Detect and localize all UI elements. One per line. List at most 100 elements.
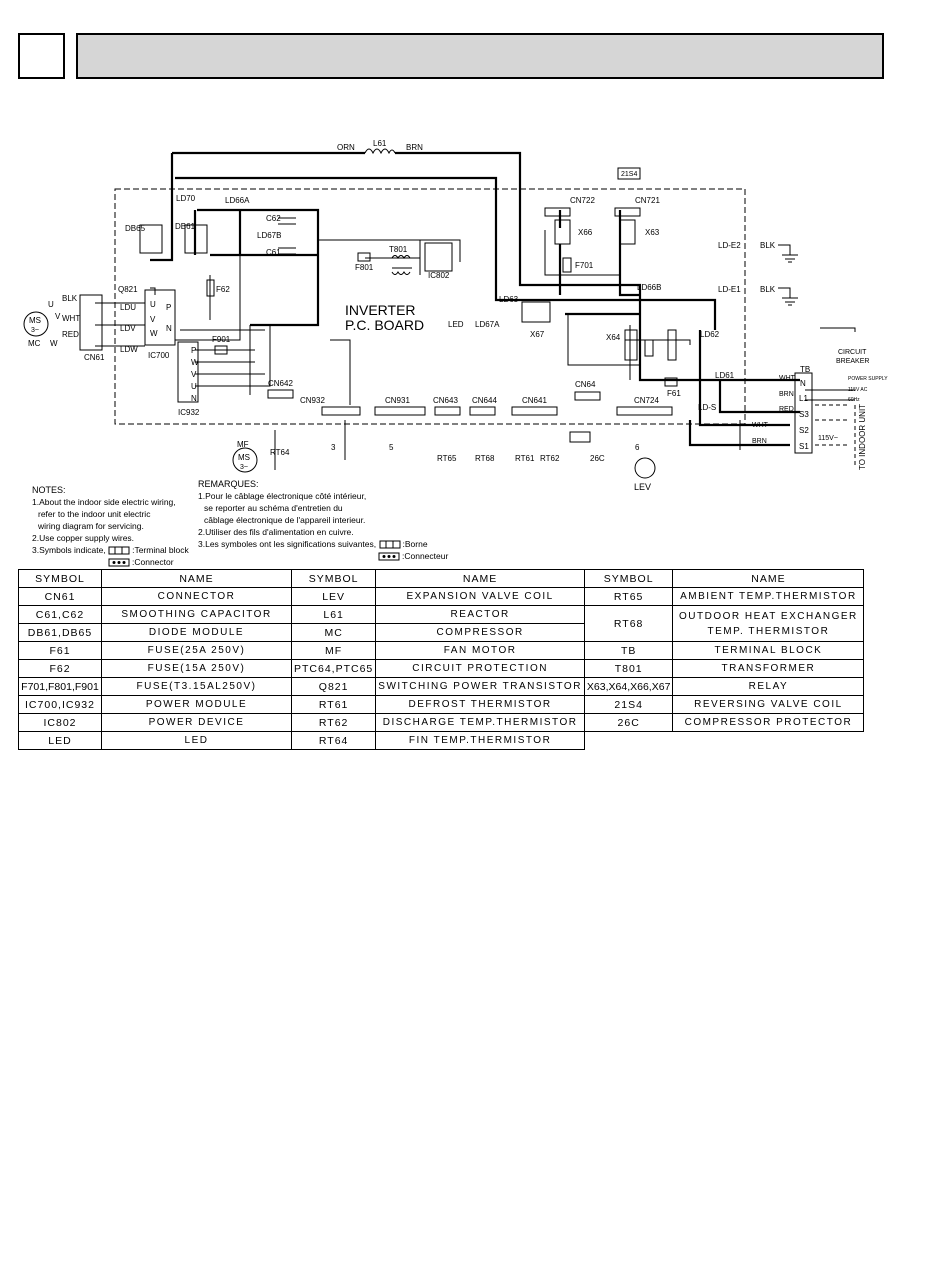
table-cell: COMPRESSOR bbox=[375, 623, 585, 642]
diagram-label: LED bbox=[448, 320, 464, 329]
diagram-label: CN643 bbox=[433, 396, 458, 405]
table-cell: 21S4 bbox=[583, 695, 674, 714]
table-cell: FUSE(15A 250V) bbox=[101, 659, 292, 678]
ptc65 bbox=[667, 329, 677, 361]
diagram-label: MS bbox=[238, 453, 250, 462]
diagram-label: F901 bbox=[212, 335, 231, 344]
diagram-label: CN724 bbox=[634, 396, 659, 405]
table-cell: IC802 bbox=[18, 713, 102, 732]
terminal-block-symbol bbox=[108, 546, 130, 555]
table-cell: TB bbox=[583, 641, 674, 660]
table-cell: SMOOTHING CAPACITOR bbox=[101, 605, 292, 624]
diagram-label: DB61 bbox=[175, 222, 196, 231]
symbol-table: SYMBOL NAME SYMBOL NAME SYMBOL NAME CN61… bbox=[18, 569, 865, 750]
diagram-label: BRN bbox=[779, 391, 794, 398]
page-number-box bbox=[18, 33, 65, 79]
diagram-label: MS bbox=[29, 316, 41, 325]
diagram-label: LD61 bbox=[715, 371, 735, 380]
f801-fuse bbox=[357, 252, 371, 262]
ic802-device bbox=[424, 242, 453, 272]
diagram-label: WHT bbox=[779, 375, 796, 382]
table-cell: FAN MOTOR bbox=[375, 641, 585, 660]
table-header-row: SYMBOL NAME SYMBOL NAME SYMBOL NAME bbox=[18, 569, 865, 588]
table-header: NAME bbox=[672, 569, 865, 588]
table-cell: LED bbox=[101, 731, 292, 750]
table-cell: EXPANSION VALVE COIL bbox=[375, 587, 585, 606]
diagram-label: CN642 bbox=[268, 379, 293, 388]
diagram-label: IC932 bbox=[178, 408, 200, 417]
diagram-label: LD62 bbox=[700, 330, 720, 339]
diagram-label: RT65 bbox=[437, 454, 457, 463]
c61-capacitor bbox=[278, 247, 296, 255]
pcb-outline bbox=[114, 188, 746, 425]
diagram-label: 26C bbox=[590, 454, 605, 463]
table-cell: POWER MODULE bbox=[101, 695, 292, 714]
diagram-label: CN64 bbox=[575, 380, 596, 389]
diagram-label: C62 bbox=[266, 214, 281, 223]
diagram-label: TB bbox=[800, 365, 810, 374]
f62-fuse bbox=[206, 279, 215, 297]
diagram-label: MF bbox=[237, 440, 249, 449]
diagram-label: LD67B bbox=[257, 231, 281, 240]
table-cell: RT68 bbox=[583, 605, 674, 642]
mf-fan-motor bbox=[232, 447, 258, 473]
ground-e2 bbox=[778, 244, 798, 263]
table-cell: DB61,DB65 bbox=[18, 623, 102, 642]
f61-fuse bbox=[664, 377, 678, 387]
ground-e1 bbox=[778, 287, 798, 306]
diagram-label: CN932 bbox=[300, 396, 325, 405]
x67-relay bbox=[521, 301, 551, 323]
table-cell: PTC64,PTC65 bbox=[290, 659, 377, 678]
diagram-label: BLK bbox=[62, 294, 78, 303]
table-cell: F701,F801,F901 bbox=[18, 677, 102, 696]
mc-compressor-motor bbox=[23, 311, 49, 337]
26c-protector bbox=[569, 431, 591, 443]
diagram-label: CN722 bbox=[570, 196, 595, 205]
ptc64 bbox=[644, 339, 654, 357]
diagram-label: BRN bbox=[752, 438, 767, 445]
diagram-label: RED bbox=[62, 330, 79, 339]
diagram-label: X63 bbox=[645, 228, 660, 237]
table-cell: F62 bbox=[18, 659, 102, 678]
table-cell: AMBIENT TEMP.THERMISTOR bbox=[672, 587, 865, 606]
21s4-box bbox=[617, 167, 641, 180]
diagram-label: LD66A bbox=[225, 196, 250, 205]
diagram-label: P.C. BOARD bbox=[345, 317, 424, 333]
diagram-label: P bbox=[166, 303, 171, 312]
tb-terminal-block bbox=[794, 372, 813, 454]
f701-fuse bbox=[562, 257, 572, 273]
diagram-label: P bbox=[191, 346, 196, 355]
table-cell: DIODE MODULE bbox=[101, 623, 292, 642]
remarques-block: REMARQUES: 1.Pour le câblage électroniqu… bbox=[198, 479, 449, 561]
table-cell: F61 bbox=[18, 641, 102, 660]
diagram-label: ORN bbox=[337, 143, 355, 152]
diagram-label: Q821 bbox=[118, 285, 138, 294]
diagram-label: V bbox=[191, 370, 197, 379]
diagram-label: LD-S bbox=[698, 403, 716, 412]
table-cell: LEV bbox=[290, 587, 377, 606]
t801-transformer bbox=[391, 255, 412, 275]
table-cell bbox=[673, 732, 864, 750]
table-cell: RT61 bbox=[290, 695, 377, 714]
diagram-label: F61 bbox=[667, 389, 681, 398]
diagram-label: CN644 bbox=[472, 396, 497, 405]
diagram-label: 60Hz bbox=[848, 397, 860, 403]
connector-symbol bbox=[108, 558, 130, 567]
diagram-label: 3~ bbox=[240, 464, 248, 471]
table-cell: TRANSFORMER bbox=[672, 659, 865, 678]
diagram-label: LD67A bbox=[475, 320, 500, 329]
table-cell: DEFROST THERMISTOR bbox=[375, 695, 585, 714]
diagram-label: F801 bbox=[355, 263, 374, 272]
diagram-label: INVERTER bbox=[345, 302, 416, 318]
cn642-connector bbox=[267, 389, 294, 399]
diagram-label: BRN bbox=[406, 143, 423, 152]
x64-relay bbox=[624, 329, 638, 361]
table-cell: POWER DEVICE bbox=[101, 713, 292, 732]
table-cell: IC700,IC932 bbox=[18, 695, 102, 714]
diagram-label: 115V~ bbox=[818, 435, 838, 442]
table-header: NAME bbox=[375, 569, 585, 588]
cn643-connector bbox=[434, 406, 461, 416]
